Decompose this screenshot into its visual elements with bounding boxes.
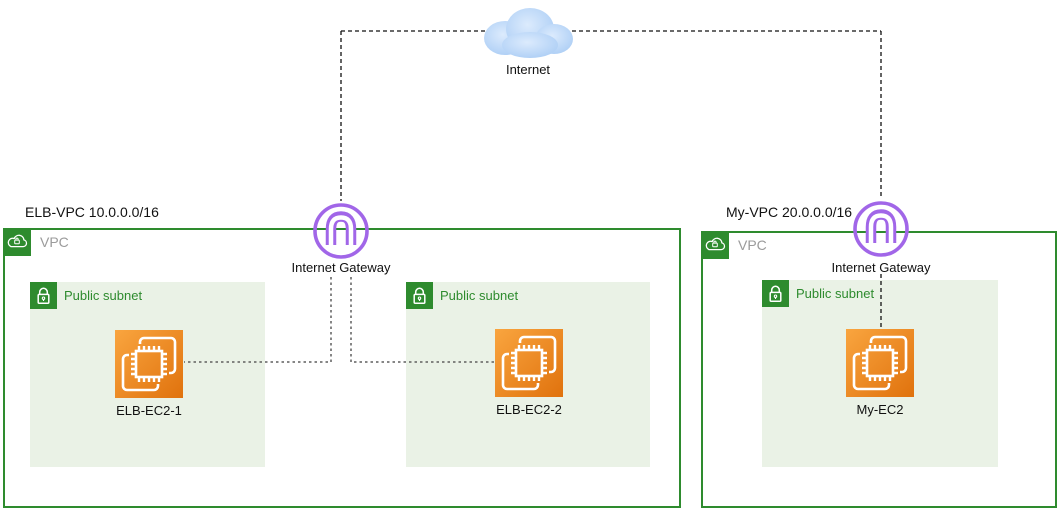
subnet-label: Public subnet	[796, 286, 875, 301]
ec2-chip-icon[interactable]	[846, 329, 914, 397]
open-lock-icon	[762, 280, 789, 307]
vpc-tag-my: VPC	[738, 237, 767, 253]
vpc-box-elb[interactable]	[3, 228, 681, 508]
ec2-chip-icon[interactable]	[495, 329, 563, 397]
internet-gateway-icon[interactable]	[310, 200, 372, 262]
internet-gateway-label: Internet Gateway	[831, 260, 931, 275]
subnet-label: Public subnet	[440, 288, 519, 303]
ec2-chip-icon[interactable]	[115, 330, 183, 398]
ec2-label: ELB-EC2-2	[496, 402, 562, 417]
vpc-cloud-lock-icon	[701, 231, 729, 259]
vpc-title-elb: ELB-VPC 10.0.0.0/16	[25, 204, 159, 220]
open-lock-icon	[30, 282, 57, 309]
internet-label: Internet	[505, 62, 551, 77]
subnet-label: Public subnet	[64, 288, 143, 303]
vpc-box-my[interactable]	[701, 231, 1057, 508]
vpc-cloud-lock-icon	[3, 228, 31, 256]
open-lock-icon	[406, 282, 433, 309]
vpc-tag-elb: VPC	[40, 234, 69, 250]
internet-gateway-icon[interactable]	[850, 198, 912, 260]
vpc-title-my: My-VPC 20.0.0.0/16	[726, 204, 853, 220]
internet-gateway-label: Internet Gateway	[291, 260, 391, 275]
ec2-label: ELB-EC2-1	[116, 403, 182, 418]
cloud-icon[interactable]	[478, 2, 578, 60]
ec2-label: My-EC2	[856, 402, 904, 417]
